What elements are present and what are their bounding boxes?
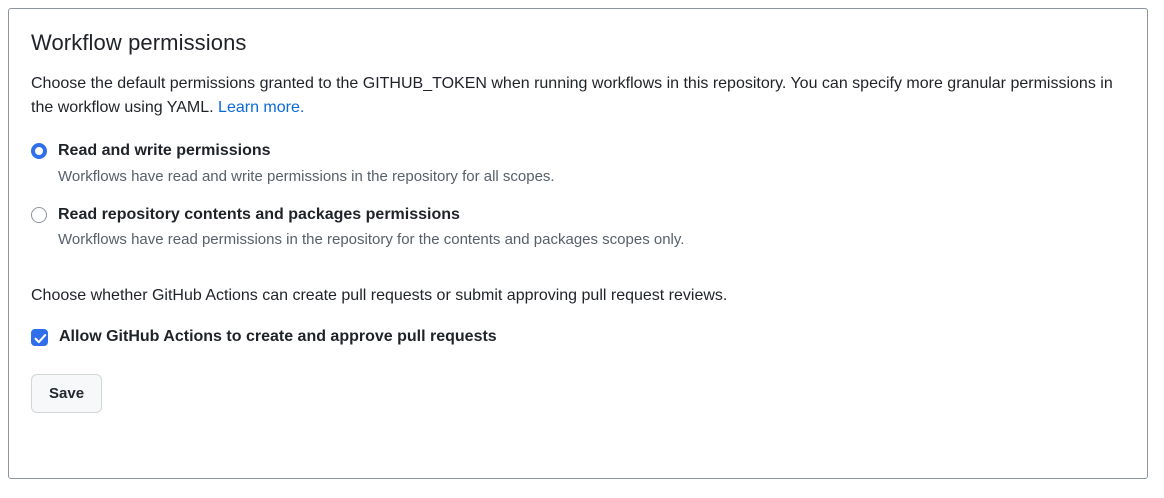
permissions-description-text: Choose the default permissions granted t…	[31, 74, 1113, 116]
learn-more-link[interactable]: Learn more.	[218, 98, 305, 116]
allow-create-approve-pr-checkbox[interactable]	[31, 328, 48, 346]
radio-option-read-contents-packages-sublabel: Workflows have read permissions in the r…	[58, 231, 685, 249]
permissions-radio-group: Read and write permissions Workflows hav…	[31, 140, 1125, 251]
allow-create-approve-pr-row[interactable]: Allow GitHub Actions to create and appro…	[31, 327, 1125, 348]
radio-option-read-write-sublabel: Workflows have read and write permission…	[58, 167, 555, 185]
radio-option-read-write-label[interactable]: Read and write permissions	[58, 142, 271, 160]
radio-option-read-write[interactable]: Read and write permissions Workflows hav…	[31, 140, 1125, 187]
save-button[interactable]: Save	[31, 373, 103, 413]
radio-option-read-contents-packages[interactable]: Read repository contents and packages pe…	[31, 204, 1125, 251]
radio-button-read-write-icon[interactable]	[31, 143, 47, 160]
allow-create-approve-pr-label[interactable]: Allow GitHub Actions to create and appro…	[59, 327, 497, 345]
page-title: Workflow permissions	[31, 30, 247, 55]
check-icon	[34, 333, 47, 343]
radio-option-read-contents-packages-label[interactable]: Read repository contents and packages pe…	[58, 205, 460, 223]
permissions-description: Choose the default permissions granted t…	[31, 72, 1125, 121]
radio-option-read-contents-packages-row[interactable]: Read repository contents and packages pe…	[31, 204, 1125, 226]
card-content: Workflow permissions Choose the default …	[9, 9, 1147, 413]
radio-option-read-write-row[interactable]: Read and write permissions	[31, 140, 1125, 162]
workflow-permissions-card: Workflow permissions Choose the default …	[8, 8, 1148, 479]
pull-request-description: Choose whether GitHub Actions can create…	[31, 286, 728, 304]
radio-button-read-contents-packages-icon[interactable]	[31, 206, 47, 223]
